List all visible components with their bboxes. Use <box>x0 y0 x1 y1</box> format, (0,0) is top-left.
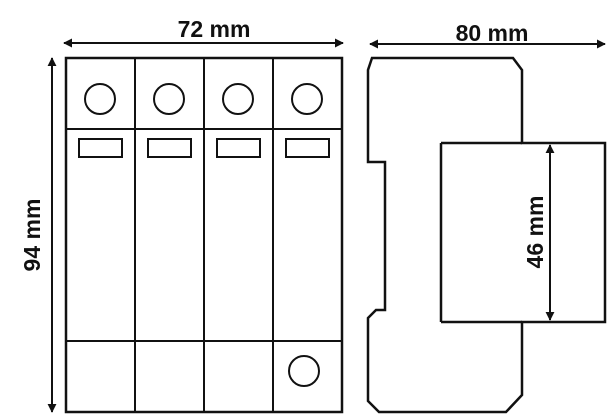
width-dimension-label: 72 mm <box>178 16 251 42</box>
depth-dimension: 80 mm <box>369 20 606 49</box>
side-view <box>366 56 607 414</box>
side-view-profile <box>366 56 607 414</box>
width-dimension: 72 mm <box>63 16 344 48</box>
status-window-icon <box>216 138 261 158</box>
height-dimension-label: 94 mm <box>19 199 45 272</box>
terminal-screw-icon <box>153 83 185 115</box>
din-rail-dimension-label: 46 mm <box>522 196 548 269</box>
terminal-screw-icon <box>84 83 116 115</box>
status-window-icon <box>147 138 192 158</box>
terminal-screw-icon <box>291 83 323 115</box>
bottom-terminal-screw-icon <box>288 355 320 387</box>
terminal-screw-icon <box>222 83 254 115</box>
depth-dimension-label: 80 mm <box>456 20 529 46</box>
front-view <box>64 56 344 414</box>
din-rail-dimension: 46 mm <box>522 144 555 321</box>
status-window-icon <box>285 138 330 158</box>
height-dimension: 94 mm <box>19 57 57 413</box>
status-window-icon <box>78 138 123 158</box>
